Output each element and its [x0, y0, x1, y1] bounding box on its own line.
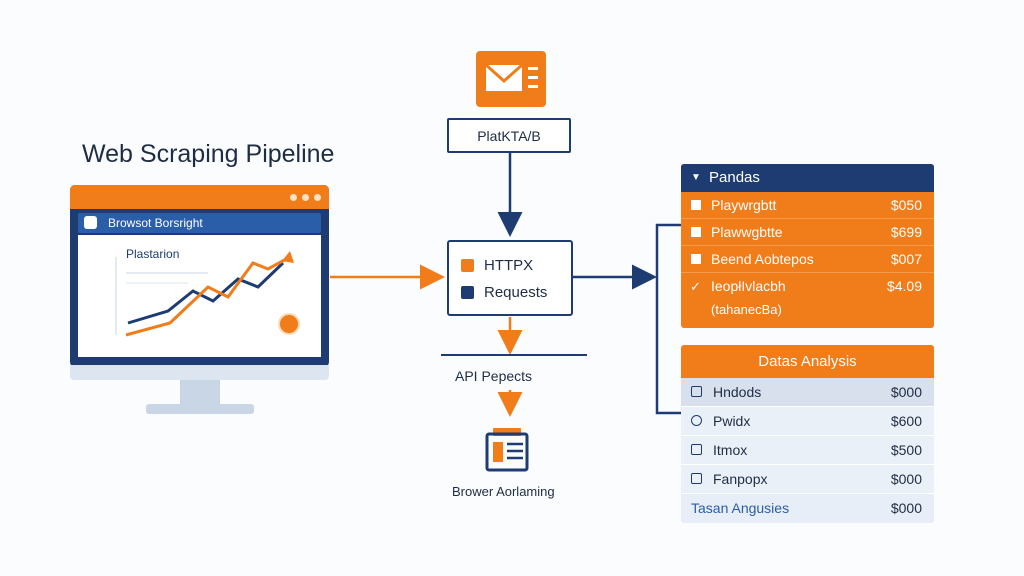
list-item[interactable]: Plawwgbtte $699	[681, 219, 934, 246]
window-dot-icon	[314, 194, 321, 201]
collapse-triangle-icon[interactable]: ▼	[691, 172, 701, 183]
monitor-base	[146, 404, 254, 414]
checkbox-icon	[461, 286, 474, 299]
list-item[interactable]: Playwrgbtt $050	[681, 192, 934, 219]
browser-logo-icon	[84, 216, 97, 229]
checkbox-icon	[461, 259, 474, 272]
browser-url-bar: Browsot Borsright	[78, 213, 321, 233]
browser-screen: Plastarion	[78, 235, 321, 357]
http-item-requests: Requests	[461, 284, 547, 301]
document-icon	[483, 426, 535, 474]
http-clients-box: HTTPX Requests	[447, 240, 573, 316]
checkbox-icon	[691, 227, 701, 237]
browser-monitor: Browsot Borsright Plastarion	[70, 185, 329, 367]
checkmark-icon: ✓	[690, 279, 701, 294]
checkbox-icon	[691, 200, 701, 210]
pandas-note: (tahanecBa)	[711, 302, 782, 317]
window-dot-icon	[290, 194, 297, 201]
refresh-icon	[691, 415, 702, 426]
window-dot-icon	[302, 194, 309, 201]
page-title: Web Scraping Pipeline	[82, 140, 335, 168]
table-row[interactable]: Pwidx $600	[681, 407, 934, 436]
data-analysis-footer: Tasan Angusies $000	[691, 500, 922, 516]
browser-url-text: Browsot Borsright	[108, 216, 203, 230]
pandas-panel: ▼ Pandas Playwrgbtt $050 Plawwgbtte $699…	[681, 164, 934, 328]
list-item[interactable]: ✓ IeopłIvlacbh $4.09	[681, 273, 934, 300]
lock-badge-icon	[278, 313, 300, 335]
browser-screen-label: Plastarion	[126, 247, 180, 261]
checkbox-icon	[691, 444, 702, 455]
list-item[interactable]: Beend Aobtepos $007	[681, 246, 934, 273]
email-icon	[476, 51, 546, 107]
email-source-box: PlatKTA/B	[447, 118, 571, 153]
data-analysis-header: Datas Analysis	[681, 345, 934, 378]
checkbox-icon	[691, 473, 702, 484]
monitor-chin	[70, 365, 329, 380]
checkbox-icon	[691, 386, 702, 397]
monitor-stand	[180, 380, 220, 406]
table-row[interactable]: Hndods $000	[681, 378, 934, 407]
http-item-httpx: HTTPX	[461, 257, 533, 274]
pandas-title: Pandas	[709, 169, 760, 186]
data-analysis-panel: Datas Analysis Hndods $000 Pwidx $600 It…	[681, 345, 934, 523]
trend-chart-icon	[115, 251, 294, 337]
browser-automation-label: Brower Aorlaming	[452, 484, 555, 499]
browser-titlebar	[70, 185, 329, 209]
pandas-header: ▼ Pandas	[681, 164, 934, 192]
table-row[interactable]: Itmox $500	[681, 436, 934, 465]
table-row[interactable]: Fanpopx $000	[681, 465, 934, 494]
checkbox-icon	[691, 254, 701, 264]
api-requests-label: API Pepects	[455, 368, 533, 384]
